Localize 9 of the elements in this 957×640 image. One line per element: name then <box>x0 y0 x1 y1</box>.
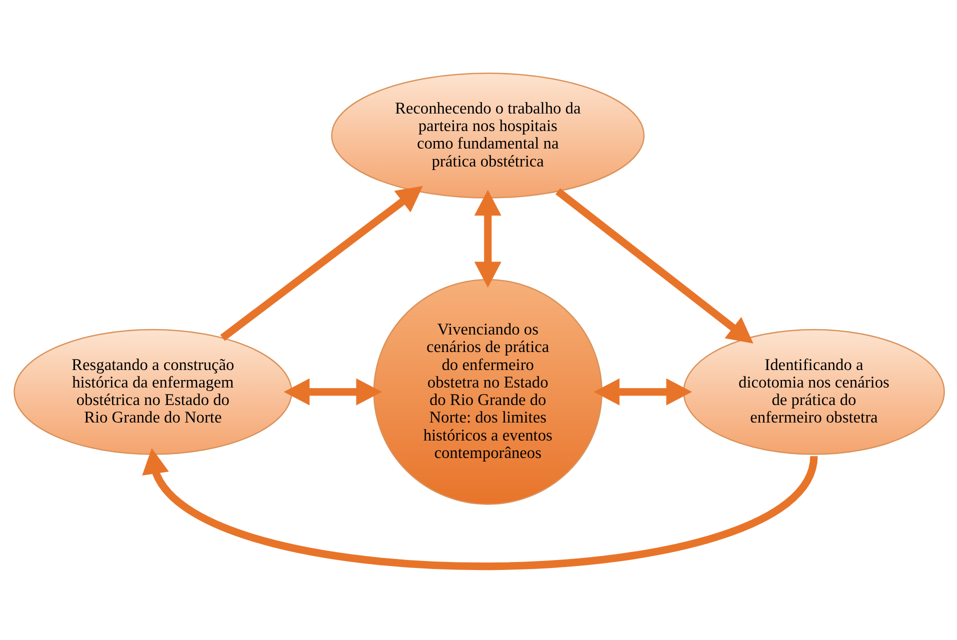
node-ellipse: Resgatando a construção histórica da enfermagem obstétrica no Estado do Rio Grande do Norte <box>13 328 292 455</box>
arrow <box>474 190 501 288</box>
arrow <box>283 378 382 406</box>
arrow <box>593 378 692 406</box>
arrow <box>220 186 422 341</box>
node-ellipse: Identificando a dicotomia nos cenários de prática do enfermeiro obstetra <box>682 328 944 455</box>
arrow <box>555 188 753 344</box>
node-ellipse: Reconhecendo o trabalho da parteira nos hospitais como fundamental na prática obstétrica <box>330 72 644 198</box>
node-circle: Vivenciando os cenários de prática do enfermeiro obstetra no Estado do Rio Grande do Norte: dos limites históricos a eventos contemporâneos <box>372 278 602 505</box>
